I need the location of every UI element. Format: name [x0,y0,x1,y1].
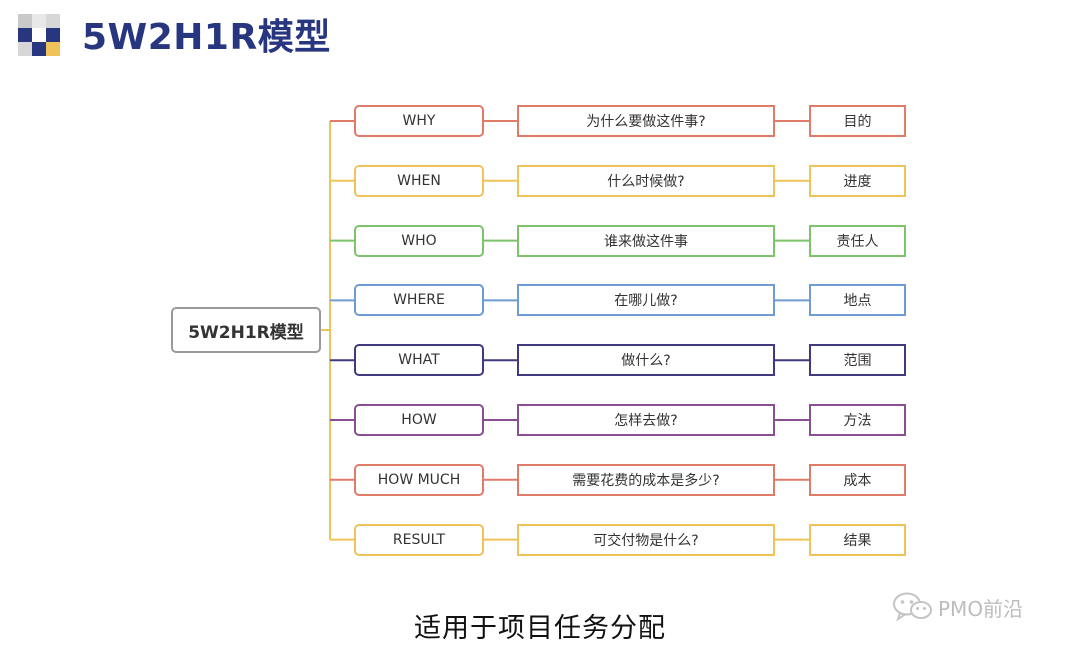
branch-why-meaning: 目的 [809,105,906,137]
branch-how-keyword: HOW [354,404,484,436]
branch-what-keyword: WHAT [354,344,484,377]
branch-when-question: 什么时候做? [517,164,775,197]
watermark: PMO前沿 [892,591,1023,623]
branch-why-question: 为什么要做这件事? [517,105,775,137]
branch-how-much-question: 需要花费的成本是多少? [517,463,775,496]
branch-what-meaning: 范围 [809,344,906,377]
branch-how-question: 怎样去做? [517,404,775,436]
branch-who-meaning: 责任人 [809,224,906,257]
branch-why-keyword: WHY [354,105,484,137]
branch-who-question: 谁来做这件事 [517,224,775,257]
branch-how-much-keyword: HOW MUCH [354,463,484,496]
branch-result-question: 可交付物是什么? [517,523,775,556]
watermark-text: PMO前沿 [938,596,1024,621]
branch-when-meaning: 进度 [809,164,906,197]
branch-where-meaning: 地点 [809,284,906,317]
logo [18,14,62,56]
page-title: 5W2H1R模型 [82,17,331,58]
branch-how-meaning: 方法 [809,404,906,436]
branch-where-question: 在哪儿做? [517,284,775,317]
root-node: 5W2H1R模型 [171,307,321,353]
branch-where-keyword: WHERE [354,284,484,317]
caption: 适用于项目任务分配 [414,613,666,644]
branch-when-keyword: WHEN [354,164,484,197]
branch-result-keyword: RESULT [354,523,484,556]
branch-who-keyword: WHO [354,224,484,257]
branch-how-much-meaning: 成本 [809,463,906,496]
branch-what-question: 做什么? [517,344,775,377]
wechat-icon [893,592,932,622]
branch-result-meaning: 结果 [809,523,906,556]
